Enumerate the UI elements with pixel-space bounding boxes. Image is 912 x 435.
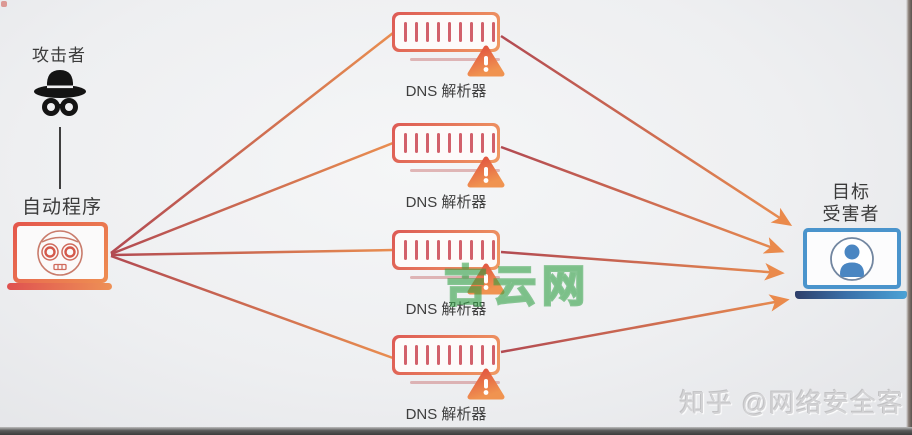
- dns-resolver-1: DNS 解析器: [392, 12, 505, 100]
- dns-server-icon: [392, 123, 500, 163]
- victim-label-line2: 受害者: [822, 204, 880, 224]
- corner-artifact: [1, 1, 7, 7]
- dns-resolver-label: DNS 解析器: [405, 83, 487, 100]
- bot-laptop-base: [7, 283, 112, 290]
- resolver2-to-victim-arrow: [500, 145, 785, 254]
- watermark-center: 吉云网: [443, 262, 591, 313]
- dns-server-icon: [392, 12, 500, 52]
- watermark-bottom-right: 知乎 @网络安全客: [679, 388, 904, 418]
- warning-triangle-icon: [466, 367, 506, 401]
- dns-resolver-label: DNS 解析器: [405, 406, 487, 423]
- right-edge-strip: [906, 0, 912, 435]
- bot-to-resolver1-line: [110, 32, 394, 254]
- user-icon: [830, 236, 874, 281]
- resolver1-to-victim-arrow: [500, 34, 793, 227]
- bot-laptop-icon: [13, 222, 108, 283]
- dns-server-icon: [392, 230, 500, 270]
- dns-resolver-4: DNS 解析器: [392, 335, 505, 423]
- warning-triangle-icon: [466, 155, 506, 189]
- spy-incognito-icon: [30, 64, 90, 122]
- resolver4-to-victim-arrow: [500, 294, 790, 354]
- bot-to-resolver2-line: [110, 141, 394, 256]
- bot-to-resolver4-line: [110, 254, 394, 360]
- dns-server-icon: [392, 335, 500, 375]
- victim-label-line1: 目标: [832, 182, 870, 202]
- bot-to-resolver3-line: [110, 248, 394, 257]
- attacker-label: 攻击者: [32, 46, 86, 65]
- dns-resolver-3: DNS 解析器: [392, 230, 505, 318]
- server-shadow: [410, 58, 500, 61]
- server-shadow: [410, 381, 500, 384]
- dns-resolver-label: DNS 解析器: [405, 301, 487, 318]
- victim-laptop-icon: [803, 228, 901, 289]
- bottom-edge-bar: [0, 427, 912, 435]
- victim-laptop-base: [795, 291, 907, 299]
- warning-triangle-icon: [466, 44, 506, 78]
- server-shadow: [410, 169, 500, 172]
- dns-resolver-label: DNS 解析器: [405, 194, 487, 211]
- resolver3-to-victim-arrow: [500, 250, 785, 281]
- victim-group: 目标 受害者: [795, 178, 912, 306]
- warning-triangle-icon: [466, 262, 506, 296]
- server-shadow: [410, 276, 500, 279]
- bot-face-icon: [37, 230, 83, 276]
- bot-label: 自动程序: [21, 197, 102, 218]
- dns-resolver-2: DNS 解析器: [392, 123, 505, 211]
